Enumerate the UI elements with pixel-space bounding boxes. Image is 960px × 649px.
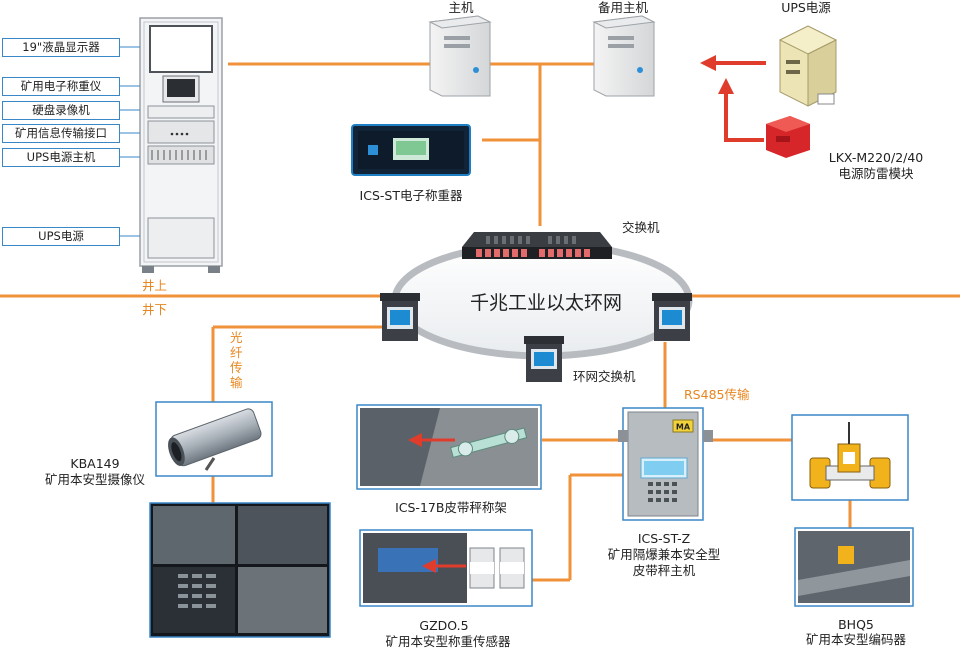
cabinet-tag-lcd: 19"液晶显示器 [2,38,120,57]
equipment-cabinet [139,17,223,273]
cabinet-tag-ups-host: UPS电源主机 [2,148,120,167]
camera-model-label: KBA149 [70,456,120,471]
bhq5-installation-photo [794,527,914,607]
surge-label-model: LKX-M220/2/40 [828,150,924,165]
backup-host-label: 备用主机 [597,0,649,15]
cabinet-tag-dvr: 硬盘录像机 [2,101,120,120]
switch-label: 交换机 [622,220,660,235]
ring-network-label: 千兆工业以太环网 [470,292,623,314]
ring-switch-bottom [524,336,564,382]
ics-st-weigher [351,124,471,176]
fiber-transmission-label: 光纤传输 [230,330,243,390]
camera-name-label: 矿用本安型摄像仪 [44,472,146,487]
host-computer [428,15,492,97]
sensor-model-label: GZDO.5 [419,618,469,633]
power-arrows [700,55,766,142]
rs485-label: RS485传输 [684,387,750,402]
below-ground-label: 井下 [142,302,168,317]
backup-host-computer [592,15,656,97]
host-label: 主机 [448,0,474,15]
ups-device [778,25,838,107]
weigher-label: ICS-ST电子称重器 [359,188,463,203]
ics-st-z-main-unit: MA [618,407,713,521]
belt-scale-label: ICS-17B皮带秤称架 [395,500,507,515]
ring-switch-label: 环网交换机 [573,369,636,384]
cabinet-tag-ups: UPS电源 [2,227,120,246]
ups-label: UPS电源 [781,0,831,15]
bhq5-encoder-frame [791,414,909,501]
encoder-model-label: BHQ5 [838,617,874,632]
cabinet-leader-lines [119,46,140,237]
cabinet-tag-weighing-instrument: 矿用电子称重仪 [2,77,120,96]
cabinet-tag-info-interface: 矿用信息传输接口 [2,124,120,143]
ma-badge: MA [676,423,691,432]
load-cell-frame [359,529,533,607]
main-unit-name-label: 皮带秤主机 [632,563,696,578]
surge-protector [766,116,810,158]
monitor-wall [149,502,331,638]
belt-scale-frame [356,404,542,490]
main-unit-type-label: 矿用隔爆兼本安全型 [607,547,721,562]
sensor-name-label: 矿用本安型称重传感器 [385,634,511,649]
network-switch [462,232,612,259]
ring-switch-right [652,293,692,341]
surge-label-name: 电源防雷模块 [838,166,914,181]
kba149-camera-frame [155,401,273,477]
ring-switch-left [380,293,420,341]
main-unit-model-label: ICS-ST-Z [637,531,691,546]
encoder-name-label: 矿用本安型编码器 [805,632,907,647]
above-ground-label: 井上 [142,278,168,293]
